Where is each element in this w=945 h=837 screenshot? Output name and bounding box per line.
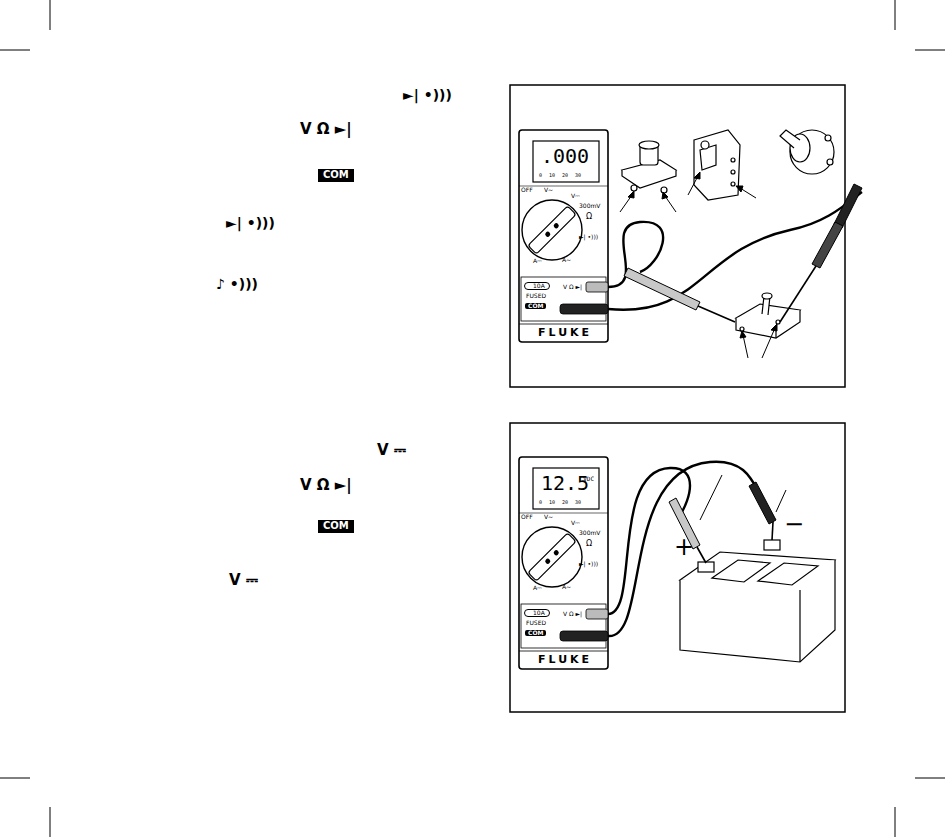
jack-badge: COM: [318, 169, 354, 182]
bar-graph-scale: 0 10 20 30: [539, 173, 581, 178]
function-symbol: ►| •))): [226, 216, 275, 231]
function-symbol: V ⎓: [377, 443, 406, 459]
probes: [624, 184, 862, 322]
battery: [680, 540, 835, 662]
meter-marking: Ω: [586, 213, 592, 221]
meter-marking: V⎓: [571, 193, 580, 199]
meter-marking: FUSED: [526, 293, 546, 299]
meter-marking: OFF: [521, 187, 533, 193]
meter-marking: V Ω ►|: [563, 284, 582, 290]
figure-frame: [510, 85, 845, 387]
jack-badge: COM: [318, 520, 354, 533]
test-leads: [608, 462, 762, 636]
meter-marking: A⎓: [533, 585, 542, 591]
meter-marking: A~: [562, 257, 571, 263]
function-symbol: V ⎓: [229, 573, 258, 589]
input-jack: 10A: [524, 609, 550, 617]
display-reading: 12.5: [541, 473, 589, 494]
display-unit: VDC: [583, 476, 594, 482]
polarity-sign: −: [784, 512, 804, 537]
test-leads: [608, 192, 862, 310]
function-symbol: ♪ •))): [216, 277, 258, 292]
function-symbol: V Ω ►|: [300, 478, 352, 494]
meter-marking: FUSED: [526, 620, 546, 626]
multimeter: [519, 457, 608, 669]
meter-marking: A⎓: [533, 258, 542, 264]
meter-marking: V~: [544, 187, 553, 193]
display-reading: .000: [541, 146, 589, 167]
jack-label: 10A: [533, 283, 545, 289]
meter-marking: V~: [544, 514, 553, 520]
input-jack: COM: [525, 303, 546, 309]
meter-marking: V Ω ►|: [563, 611, 582, 617]
input-jack: 10A: [524, 282, 550, 290]
polarity-sign: +: [674, 535, 694, 560]
meter-marking: A~: [562, 584, 571, 590]
function-symbol: V Ω ►|: [300, 122, 352, 138]
input-jack: COM: [525, 630, 546, 636]
jack-label: COM: [323, 521, 349, 532]
meter-display: 12.5VDC 0 10 20 30: [535, 470, 597, 507]
function-symbol: FLUKE: [538, 654, 592, 666]
multimeter: [519, 130, 608, 342]
figure-frame: [510, 423, 845, 712]
bar-graph-scale: 0 10 20 30: [539, 500, 581, 505]
meter-marking: Ω: [586, 540, 592, 548]
function-symbol: ►| •))): [403, 88, 452, 103]
jack-label: COM: [528, 630, 543, 636]
pointer-arrows: [620, 172, 777, 358]
meter-marking: 300mV: [579, 530, 600, 536]
jack-label: COM: [323, 170, 349, 181]
meter-marking: 300mV: [579, 203, 600, 209]
jack-label: 10A: [533, 610, 545, 616]
meter-marking: OFF: [521, 514, 533, 520]
jack-label: COM: [528, 303, 543, 309]
meter-marking: ►| •))): [579, 561, 598, 567]
meter-marking: V⎓: [571, 520, 580, 526]
meter-marking: ►| •))): [579, 234, 598, 240]
probes: [669, 475, 786, 563]
meter-display: .000 0 10 20 30: [535, 143, 597, 180]
function-symbol: FLUKE: [538, 327, 592, 339]
